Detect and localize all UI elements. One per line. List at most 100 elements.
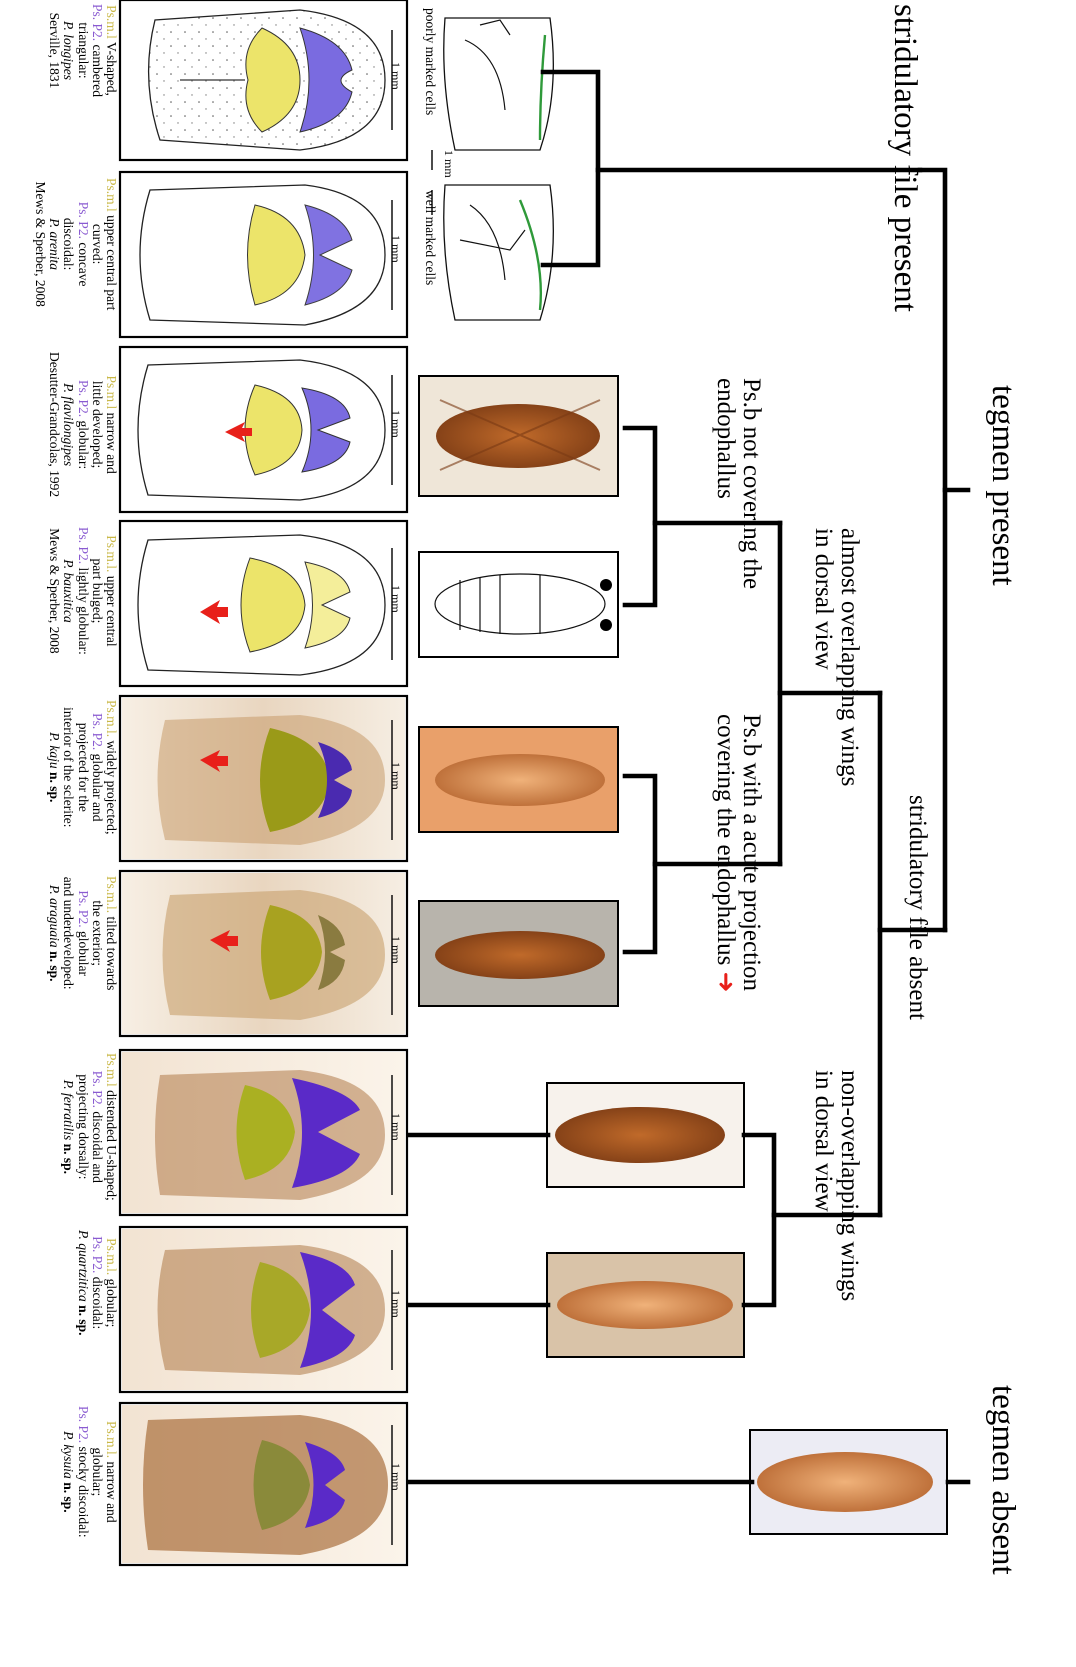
caption-line: P. bauxitica bbox=[61, 527, 75, 655]
caption-line: Ps. P2. discoidal and bbox=[90, 1053, 104, 1201]
caption-text: concave bbox=[76, 239, 91, 287]
caption-text: Ps.m.l. bbox=[104, 1238, 119, 1275]
scale-bar-label: 1 mm bbox=[389, 235, 402, 263]
genitalia-panel-arenita bbox=[120, 172, 407, 337]
caption-text: discoidal and bbox=[90, 1108, 105, 1183]
caption-text: Serville, 1831 bbox=[47, 13, 62, 89]
caption-text: n. sp. bbox=[76, 1302, 91, 1336]
genitalia-panels bbox=[120, 0, 407, 1565]
caption-text: n. sp. bbox=[61, 1140, 76, 1174]
label-tegmen-absent: tegmen absent bbox=[985, 1385, 1020, 1575]
scale-bar-label: 1 mm bbox=[389, 410, 402, 438]
species-caption: Ps.m.l V-shaped,Ps. P2. camberedtriangul… bbox=[47, 4, 118, 97]
caption-text: P. ferratilis bbox=[61, 1080, 76, 1141]
scale-bar-label: 1 mm bbox=[389, 62, 402, 90]
caption-text: Ps. P2. bbox=[90, 1071, 105, 1108]
genitalia-panel-flavilongipes bbox=[120, 347, 407, 512]
caption-line: Desutter-Grandcolas, 1992 bbox=[47, 352, 61, 497]
caption-line: globular; bbox=[90, 1406, 104, 1538]
caption-text: distended U-shaped; bbox=[104, 1087, 119, 1201]
caption-line: P. longipes bbox=[61, 4, 75, 97]
caption-text: Mews & Sperber, 2008 bbox=[33, 181, 48, 306]
caption-text: stocky discoidal: bbox=[76, 1443, 91, 1538]
label-file-absent: stridulatory file absent bbox=[904, 795, 930, 1020]
caption-text: cambered bbox=[90, 41, 105, 97]
genitalia-panel-quartzitica bbox=[120, 1227, 407, 1392]
caption-text: tilted towards bbox=[104, 913, 119, 990]
caption-text: Ps. P2. bbox=[76, 527, 91, 564]
caption-text: discoidal: bbox=[90, 1273, 105, 1329]
caption-text: triangular: bbox=[76, 22, 91, 78]
species-caption: Ps.m.l distended U-shaped;Ps. P2. discoi… bbox=[61, 1053, 118, 1201]
caption-text: globular; bbox=[104, 1275, 119, 1327]
label-poorly-marked: poorly marked cells bbox=[423, 8, 437, 115]
caption-line: Ps.m.l. globular; bbox=[104, 1230, 118, 1336]
caption-text: Ps.m.l bbox=[104, 178, 119, 212]
species-caption: Ps.m.l narrow andlittle developed;Ps. P2… bbox=[47, 352, 118, 497]
caption-line: P. ferratilis n. sp. bbox=[61, 1053, 75, 1201]
caption-text: Desutter-Grandcolas, 1992 bbox=[47, 352, 62, 497]
caption-text: Ps. P2. bbox=[90, 4, 105, 41]
caption-line: Ps.m.l V-shaped, bbox=[104, 4, 118, 97]
caption-text: globular: bbox=[76, 417, 91, 469]
caption-text: Ps. P2. bbox=[76, 202, 91, 239]
caption-text: P. kysuia bbox=[61, 1431, 76, 1479]
species-caption: Ps.m.l. widely projected;Ps. P2. globula… bbox=[47, 700, 118, 835]
caption-line: Ps. P2. globular and bbox=[90, 700, 104, 835]
caption-line: Ps. P2. globular: bbox=[75, 352, 89, 497]
caption-line: Ps.m.l. tilted towards bbox=[104, 876, 118, 990]
genitalia-panel-bauxitica bbox=[120, 521, 407, 686]
caption-text: widely projected; bbox=[104, 737, 119, 834]
genitalia-panel-kysuia bbox=[120, 1403, 407, 1565]
caption-line: Ps. P2. stocky discoidal: bbox=[75, 1406, 89, 1538]
caption-text: Ps.m.l bbox=[104, 5, 119, 39]
caption-text: P. kaju bbox=[47, 732, 62, 769]
caption-text: projected for the bbox=[76, 723, 91, 812]
habitus-images bbox=[419, 376, 947, 1534]
caption-text: Ps. P2. bbox=[76, 380, 91, 417]
caption-text: little developed; bbox=[90, 381, 105, 468]
caption-line: projected for the bbox=[75, 700, 89, 835]
species-caption: Ps.m.l. globular;Ps. P2. discoidal:P. qu… bbox=[75, 1230, 118, 1336]
scale-bar-label: 1 mm bbox=[389, 1290, 402, 1318]
caption-text: Ps.m.l bbox=[104, 1053, 119, 1087]
caption-line: Ps. P2. cambered bbox=[90, 4, 104, 97]
caption-text: Ps.m.l. bbox=[104, 535, 119, 572]
label-almost-overlapping: almost overlapping wingsin dorsal view bbox=[810, 528, 863, 786]
caption-text: interior of the sclerite: bbox=[61, 707, 76, 827]
genitalia-panel-longipes bbox=[120, 0, 407, 160]
caption-line: Mews & Sperber, 2008 bbox=[33, 178, 47, 310]
red-arrow-icon: ➜ bbox=[712, 972, 739, 993]
caption-line: Mews & Sperber, 2008 bbox=[47, 527, 61, 655]
genitalia-panel-ferratilis bbox=[120, 1050, 407, 1215]
caption-text: curved: bbox=[90, 224, 105, 264]
caption-line: P. araguaia n. sp. bbox=[47, 876, 61, 990]
caption-line: P. arenita bbox=[47, 178, 61, 310]
scale-bar-label: 1 mm bbox=[389, 1463, 402, 1491]
label-tegmen-present: tegmen present bbox=[985, 385, 1020, 586]
genitalia-panel-araguaia bbox=[120, 871, 407, 1036]
caption-text: Ps.m.l bbox=[104, 375, 119, 409]
caption-text: upper central bbox=[104, 572, 119, 646]
caption-text: Mews & Sperber, 2008 bbox=[47, 528, 62, 653]
caption-text: upper central part bbox=[104, 212, 119, 311]
caption-line: curved: bbox=[90, 178, 104, 310]
caption-text: lightly globular: bbox=[76, 564, 91, 655]
caption-text: P. arenita bbox=[47, 218, 62, 270]
caption-line: Ps.m.l. widely projected; bbox=[104, 700, 118, 835]
caption-text: globular and bbox=[90, 750, 105, 821]
scale-bar-label: 1 mm bbox=[389, 762, 402, 790]
scale-bar-label: 1 mm bbox=[389, 1113, 402, 1141]
caption-line: projecting dorsally: bbox=[75, 1053, 89, 1201]
caption-text: n. sp. bbox=[47, 948, 62, 982]
caption-text: globular; bbox=[90, 1447, 105, 1496]
caption-text: Ps.m.l. bbox=[104, 700, 119, 737]
caption-line: P. flavilongipes bbox=[61, 352, 75, 497]
caption-text: part bulged; bbox=[90, 559, 105, 624]
caption-line: P. quartzitica n. sp. bbox=[75, 1230, 89, 1336]
species-caption: Ps.m.l. narrow andglobular;Ps. P2. stock… bbox=[61, 1406, 118, 1538]
caption-text: Ps.m.l. bbox=[104, 876, 119, 913]
wing-poorly-marked bbox=[444, 18, 554, 150]
scale-bar-label: 1 mm bbox=[389, 585, 402, 613]
